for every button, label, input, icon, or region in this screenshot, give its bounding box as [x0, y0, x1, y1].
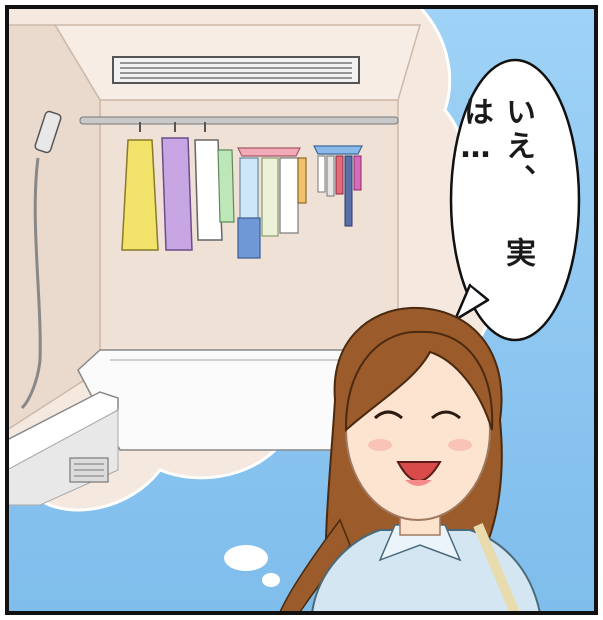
thought-dot-large [224, 545, 268, 571]
speech-bubble [449, 58, 581, 342]
panel-border [5, 5, 598, 615]
speech-bubble-text: いえ、 実は… [458, 96, 535, 271]
bathtub [77, 349, 361, 451]
drying-rod [79, 116, 399, 125]
left-eye [373, 410, 403, 420]
thought-dot-small [262, 573, 280, 587]
speech-bubble-tail [453, 283, 490, 322]
hanging-clothes [121, 122, 363, 259]
right-eye [431, 410, 461, 420]
shower-head [20, 110, 62, 410]
ceiling-vent [112, 56, 360, 84]
woman-character [278, 306, 542, 613]
